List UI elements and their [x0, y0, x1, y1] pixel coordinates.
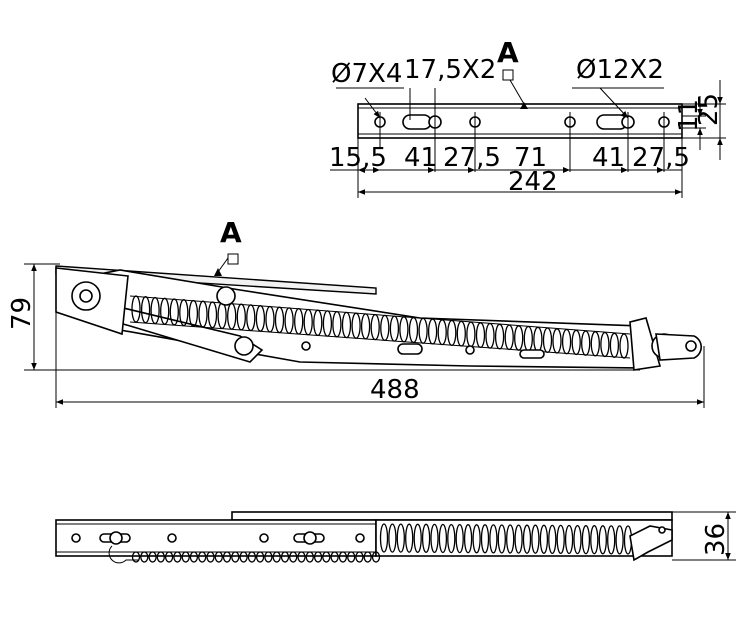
spring-coil [297, 551, 306, 563]
segment-label-4: 71 [514, 143, 547, 173]
slot-callout: 17,5X2 [404, 55, 496, 85]
spring-coil [255, 551, 265, 563]
spring-coil [615, 525, 624, 555]
spring-coil [522, 524, 532, 554]
spring-coil [289, 551, 298, 563]
spring-coil [489, 524, 498, 554]
spring-coil [607, 525, 616, 555]
spring-coil [548, 524, 557, 555]
height-outer-label: 25 [694, 93, 724, 126]
spring-coil [472, 524, 481, 554]
spring-coil [156, 551, 165, 563]
segment-label-3: 27,5 [443, 143, 501, 173]
bottom-height-dim [672, 511, 736, 561]
detail-a-height-dims [682, 80, 726, 160]
spring-coil [206, 551, 215, 563]
spring-coil [371, 551, 381, 563]
spring-coil [573, 524, 582, 555]
bottom-view [55, 511, 673, 564]
hole-large-callout: Ø12X2 [576, 55, 664, 85]
spring-coil [480, 524, 490, 554]
segment-label-1: 15,5 [329, 143, 387, 173]
detail-a-marker-label: A [497, 36, 519, 69]
segment-label-2: 41 [404, 143, 437, 173]
spring-coil [330, 551, 339, 563]
spring-coil [313, 551, 323, 563]
side-length-dim [55, 312, 705, 408]
spring-coil [164, 551, 174, 563]
spring-coil [181, 551, 190, 563]
spring-coil [539, 524, 549, 554]
spring-coil [173, 551, 182, 563]
spring-coil [556, 524, 565, 555]
total-length-label: 242 [508, 167, 558, 197]
spring-coil [396, 523, 405, 553]
hole-small-callout: Ø7X4 [331, 59, 402, 89]
spring-coil [463, 524, 473, 554]
spring-coil [405, 523, 414, 553]
spring-coil [140, 551, 149, 563]
spring-coil [305, 551, 314, 563]
spring-coil [438, 523, 448, 554]
side-view [55, 253, 702, 371]
segment-label-5: 41 [592, 143, 625, 173]
spring-coil [322, 551, 331, 563]
spring-coil [514, 524, 523, 554]
spring-coil [430, 523, 439, 554]
height-inner-label: 11 [674, 99, 704, 132]
spring-coil [131, 551, 141, 563]
spring-coil [338, 551, 348, 563]
side-length-label: 488 [370, 375, 420, 405]
spring-coil [598, 525, 607, 555]
spring-coil [272, 551, 281, 563]
spring-coil [531, 524, 540, 554]
spring-coil [447, 523, 456, 554]
bottom-height-label: 36 [701, 523, 731, 556]
spring-coil [239, 551, 248, 563]
spring-coil [214, 551, 223, 563]
spring-coil [231, 551, 240, 563]
segment-label-6: 27,5 [632, 143, 690, 173]
spring-coil [355, 551, 364, 563]
detail-a-plate [336, 69, 683, 198]
spring-coil [590, 525, 599, 555]
spring-coil [222, 551, 232, 563]
spring-coil [189, 551, 199, 563]
spring-coil [455, 523, 464, 554]
plate-keyhole-slot [402, 114, 432, 130]
spring-coil [388, 523, 397, 553]
spring-coil [497, 524, 506, 554]
spring-coil [347, 551, 356, 563]
spring-coil [247, 551, 257, 563]
side-view-marker-label: A [220, 216, 242, 249]
spring-coil [264, 551, 273, 563]
detail-a-segment-dims [330, 167, 682, 195]
spring-coil [413, 523, 422, 553]
spring-coil [379, 523, 389, 553]
spring-coil [421, 523, 431, 553]
spring-coil [280, 551, 290, 563]
spring-coil [363, 551, 372, 563]
spring-coil [581, 525, 591, 555]
spring-coil [506, 524, 515, 554]
spring-coil [148, 551, 157, 563]
side-height-label: 79 [7, 297, 37, 330]
spring-coil [198, 551, 207, 563]
spring-coil [564, 524, 574, 555]
side-height-dim [24, 263, 640, 371]
